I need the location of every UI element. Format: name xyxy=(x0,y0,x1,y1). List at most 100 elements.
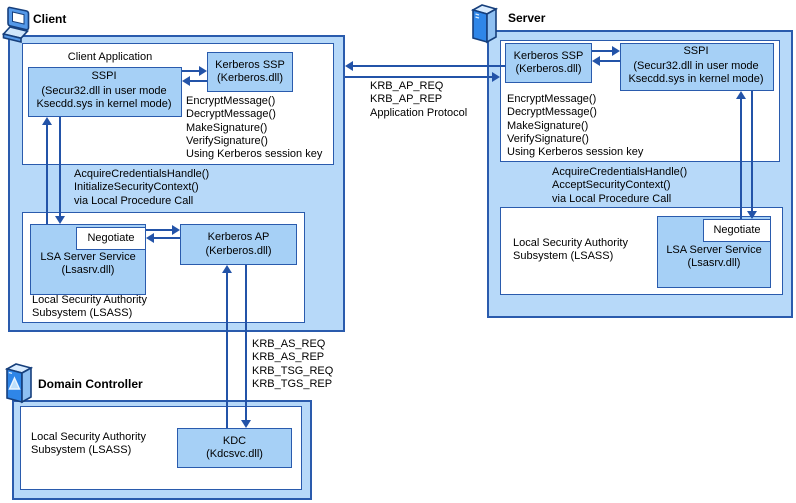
lsa-service-line2: (Lsasrv.dll) xyxy=(687,257,741,270)
arrow-sspi-to-kerberos-ssp-head xyxy=(199,66,207,76)
client-negotiate-box: Negotiate xyxy=(76,227,146,250)
arrow-kdc-to-kerberos-ap-head xyxy=(222,265,232,273)
lsass-line1: Local Security Authority xyxy=(31,431,146,443)
kerberos-ssp-line1: Kerberos SSP xyxy=(513,49,584,62)
lsass-line1: Local Security Authority xyxy=(32,294,147,306)
sspi-title: SSPI xyxy=(91,70,117,82)
lsa-service-line1: LSA Server Service xyxy=(40,251,136,263)
arrow-sspi-to-lsa-head xyxy=(55,216,65,224)
arrow-kdc-to-kerberos-ap-line xyxy=(226,272,228,428)
sspi-subtitle-line2: Ksecdd.sys in kernel mode) xyxy=(628,73,764,85)
arrow-sspi-to-negotiate-head xyxy=(747,211,757,219)
sspi-subtitle-line1: (Secur32.dll in user mode xyxy=(633,60,759,72)
kdc-line2: (Kdcsvc.dll) xyxy=(206,448,263,460)
kerberos-ssp-line1: Kerberos SSP xyxy=(215,58,285,71)
dc-lsass-label: Local Security Authority Subsystem (LSAS… xyxy=(31,431,146,458)
lpc-line: AcquireCredentialsHandle() xyxy=(74,168,210,180)
sspi-subtitle-line1: (Secur32.dll in user mode xyxy=(41,85,167,97)
arrow-sspi-to-kerberos-ssp-head xyxy=(592,56,600,66)
arrow-sspi-to-negotiate-line xyxy=(751,91,753,212)
arrow-kerberos-ap-to-negotiate-line xyxy=(154,237,180,239)
arrow-kerberos-ap-to-kdc-head xyxy=(241,420,251,428)
function-list-item: Using Kerberos session key xyxy=(507,146,644,159)
client-kerberos-ap-box: Kerberos AP (Kerberos.dll) xyxy=(180,224,297,265)
server-title: Server xyxy=(508,11,546,25)
client-application-title: Client Application xyxy=(67,51,153,63)
function-list-item: EncryptMessage() xyxy=(186,95,276,107)
arrow-server-to-client-head xyxy=(345,61,353,71)
arrow-server-to-client-line xyxy=(353,65,505,67)
arrow-negotiate-to-kerberos-ap-head xyxy=(172,225,180,235)
lsass-line2: Subsystem (LSASS) xyxy=(513,250,614,263)
lpc-line: via Local Procedure Call xyxy=(552,192,672,205)
function-list-item: EncryptMessage() xyxy=(507,93,597,105)
sspi-subtitle-line2: Ksecdd.sys in kernel mode) xyxy=(36,98,172,110)
lsa-service-line2: (Lsasrv.dll) xyxy=(61,264,115,277)
arrow-lsa-to-sspi-line xyxy=(46,124,48,224)
arrow-negotiate-to-sspi-line xyxy=(740,98,742,219)
function-list-item: VerifySignature() xyxy=(507,132,589,145)
client-lsass-label: Local Security Authority Subsystem (LSAS… xyxy=(32,294,147,321)
function-list-item: Using Kerberos session key xyxy=(186,148,323,161)
krb-as-tgs-message-labels: KRB_AS_REQ KRB_AS_REP KRB_TSG_REQ KRB_TG… xyxy=(252,338,333,391)
domain-controller-icon xyxy=(4,363,34,404)
client-computer-icon xyxy=(2,6,30,44)
server-function-list: EncryptMessage() DecryptMessage() MakeSi… xyxy=(507,93,643,159)
server-negotiate-box: Negotiate xyxy=(703,219,771,242)
client-kerberos-ssp-box: Kerberos SSP (Kerberos.dll) xyxy=(207,52,293,92)
kerberos-ssp-line2: (Kerberos.dll) xyxy=(515,63,582,75)
arrow-kerberos-ap-to-kdc-line xyxy=(245,265,247,421)
arrow-kerberos-ap-to-negotiate-head xyxy=(146,233,154,243)
function-list-item: MakeSignature() xyxy=(186,121,268,134)
negotiate-label: Negotiate xyxy=(713,223,761,236)
lsa-service-line1: LSA Server Service xyxy=(666,244,762,256)
lpc-line: AcceptSecurityContext() xyxy=(552,179,671,192)
arrow-client-to-server-line xyxy=(345,76,492,78)
lpc-line: AcquireCredentialsHandle() xyxy=(552,166,688,178)
client-title: Client xyxy=(33,12,67,26)
lsass-line2: Subsystem (LSASS) xyxy=(32,307,133,320)
arrow-kerberos-ssp-to-sspi-head xyxy=(612,46,620,56)
lpc-line: InitializeSecurityContext() xyxy=(74,181,199,194)
arrow-kerberos-ssp-to-sspi-line xyxy=(190,80,207,82)
krb-tsg-req-label: KRB_TSG_REQ xyxy=(252,364,334,377)
function-list-item: DecryptMessage() xyxy=(186,108,276,121)
server-lpc-note: AcquireCredentialsHandle() AcceptSecurit… xyxy=(552,166,687,206)
arrow-negotiate-to-sspi-head xyxy=(736,91,746,99)
server-tower-icon xyxy=(470,4,499,44)
arrow-sspi-to-lsa-line xyxy=(59,117,61,217)
server-kerberos-ssp-box: Kerberos SSP (Kerberos.dll) xyxy=(505,43,592,83)
kdc-box: KDC (Kdcsvc.dll) xyxy=(177,428,292,468)
function-list-item: VerifySignature() xyxy=(186,134,268,147)
server-sspi-box: SSPI (Secur32.dll in user mode Ksecdd.sy… xyxy=(620,43,774,91)
krb-ap-message-labels: KRB_AP_REQ KRB_AP_REP Application Protoc… xyxy=(370,80,467,120)
client-lpc-note: AcquireCredentialsHandle() InitializeSec… xyxy=(74,168,209,208)
application-protocol-label: Application Protocol xyxy=(370,106,468,119)
arrow-negotiate-to-kerberos-ap-line xyxy=(146,229,172,231)
client-function-list: EncryptMessage() DecryptMessage() MakeSi… xyxy=(186,95,322,161)
kdc-line1: KDC xyxy=(222,434,247,447)
lsass-line2: Subsystem (LSASS) xyxy=(31,444,132,457)
kerberos-ap-line1: Kerberos AP xyxy=(207,231,270,244)
arrow-sspi-to-kerberos-ssp-line xyxy=(182,70,199,72)
domain-controller-title: Domain Controller xyxy=(38,377,143,391)
krb-ap-req-label: KRB_AP_REQ xyxy=(370,80,444,92)
sspi-title: SSPI xyxy=(683,45,709,57)
negotiate-label: Negotiate xyxy=(87,231,135,244)
lpc-line: via Local Procedure Call xyxy=(74,194,194,207)
arrow-lsa-to-sspi-head xyxy=(42,117,52,125)
arrow-kerberos-ssp-to-sspi-head xyxy=(182,76,190,86)
krb-as-rep-label: KRB_AS_REP xyxy=(252,351,325,364)
arrow-kerberos-ssp-to-sspi-line xyxy=(592,50,612,52)
kerberos-ssp-line2: (Kerberos.dll) xyxy=(216,72,284,84)
krb-as-req-label: KRB_AS_REQ xyxy=(252,338,326,350)
arrow-client-to-server-head xyxy=(492,72,500,82)
lsass-line1: Local Security Authority xyxy=(513,237,628,249)
krb-tgs-rep-label: KRB_TGS_REP xyxy=(252,377,333,390)
arrow-sspi-to-kerberos-ssp-line xyxy=(600,60,620,62)
client-sspi-box: SSPI (Secur32.dll in user mode Ksecdd.sy… xyxy=(28,67,182,117)
kerberos-ap-line2: (Kerberos.dll) xyxy=(205,244,272,257)
krb-ap-rep-label: KRB_AP_REP xyxy=(370,93,443,106)
server-lsass-label: Local Security Authority Subsystem (LSAS… xyxy=(513,237,628,264)
